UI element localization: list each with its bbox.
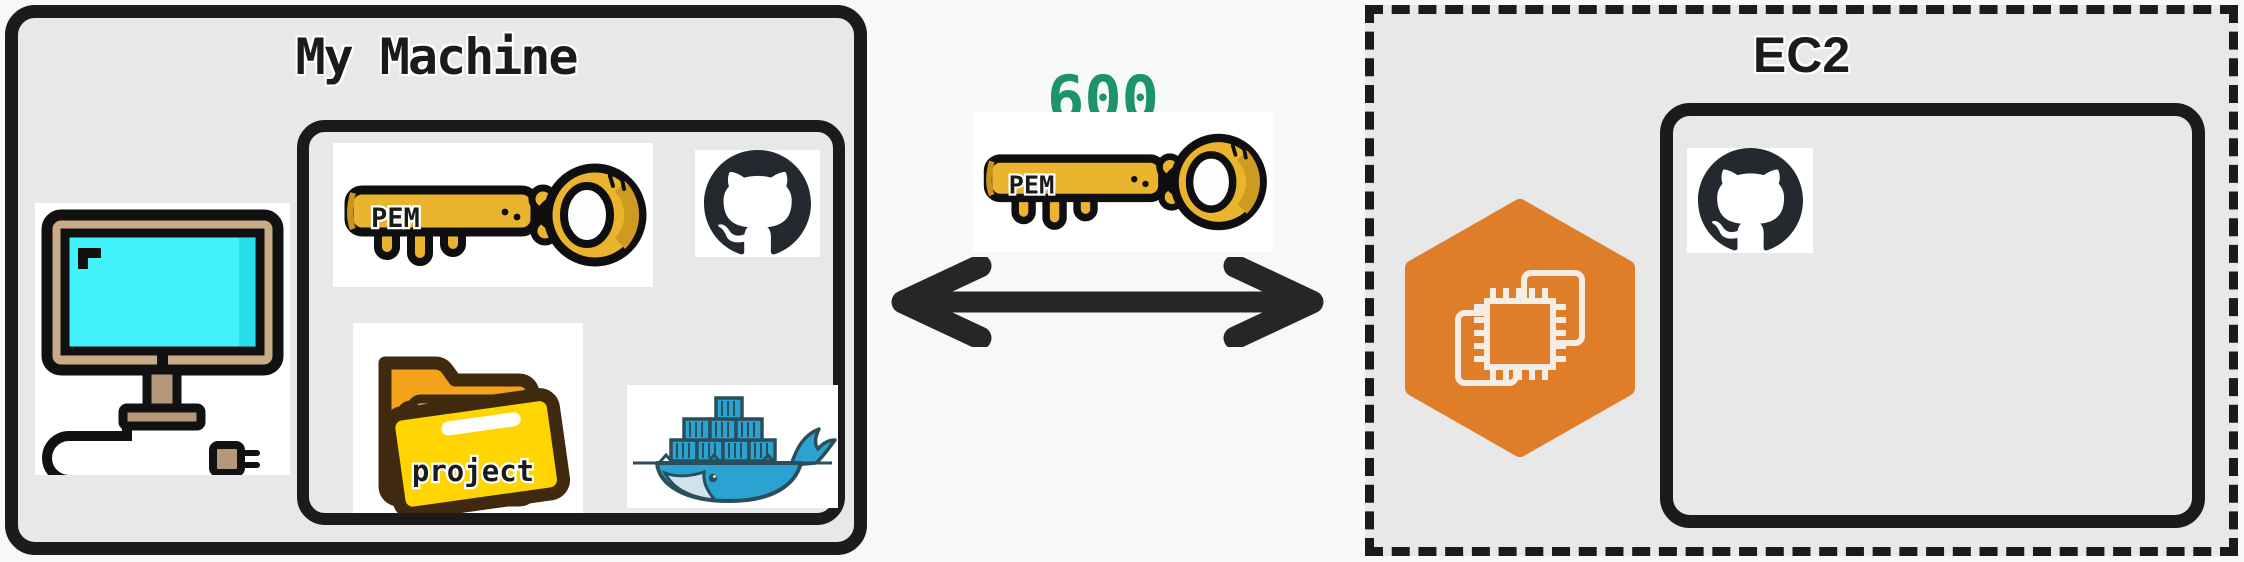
ec2-title: EC2: [1752, 27, 1851, 83]
my-machine-title: My Machine: [295, 28, 578, 86]
docker-whale-icon: [627, 385, 838, 508]
project-folder-label: project: [412, 454, 534, 488]
project-folder-icon: project: [353, 323, 583, 513]
aws-ec2-instance-icon: [1403, 197, 1637, 459]
github-octocat-icon: [695, 150, 820, 257]
pem-key-icon: PEM: [333, 143, 653, 287]
desktop-computer-icon: [35, 203, 290, 475]
transfer-pem-key-label: PEM: [1009, 170, 1055, 199]
ec2-github-octocat-icon: [1687, 148, 1813, 253]
pem-key-label: PEM: [371, 203, 420, 234]
transfer-pem-key-icon: PEM: [973, 112, 1273, 252]
double-headed-arrow-icon: [880, 257, 1335, 347]
